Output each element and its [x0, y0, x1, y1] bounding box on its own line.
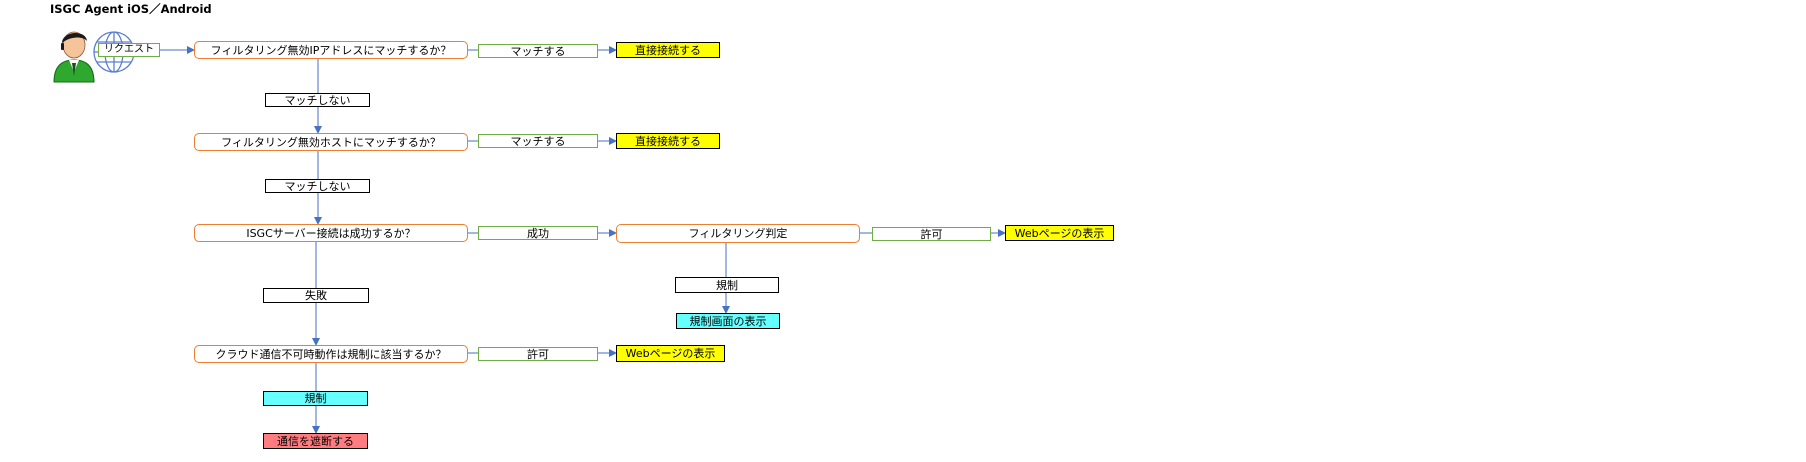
result-webpage-display-2: Webページの表示	[616, 345, 725, 362]
result-direct-connect-1: 直接接続する	[616, 42, 720, 58]
request-label: リクエスト	[98, 43, 160, 57]
question-host-match: フィルタリング無効ホストにマッチするか？	[194, 133, 468, 151]
diagram-title: ISGC Agent iOS／Android	[50, 2, 212, 16]
result-block-connection: 通信を遮断する	[263, 433, 368, 449]
condition-offline-allow: 許可	[478, 347, 598, 361]
condition-server-success: 成功	[478, 226, 598, 240]
result-webpage-display-1: Webページの表示	[1005, 225, 1114, 241]
condition-server-fail: 失敗	[263, 288, 369, 303]
condition-filter-block: 規制	[675, 277, 779, 293]
filtering-judgement: フィルタリング判定	[616, 224, 860, 243]
question-ip-match: フィルタリング無効IPアドレスにマッチするか？	[194, 41, 468, 59]
condition-ip-match: マッチする	[478, 44, 598, 58]
condition-offline-block: 規制	[263, 391, 368, 406]
result-direct-connect-2: 直接接続する	[616, 133, 720, 149]
result-block-screen: 規制画面の表示	[676, 313, 780, 329]
condition-filter-allow: 許可	[872, 227, 991, 241]
question-server-connect: ISGCサーバー接続は成功するか？	[194, 224, 468, 242]
condition-ip-nomatch: マッチしない	[265, 93, 370, 107]
condition-host-nomatch: マッチしない	[265, 179, 370, 193]
user-icon	[53, 31, 95, 83]
question-offline-behavior: クラウド通信不可時動作は規制に該当するか？	[194, 345, 468, 363]
condition-host-match: マッチする	[478, 134, 598, 148]
